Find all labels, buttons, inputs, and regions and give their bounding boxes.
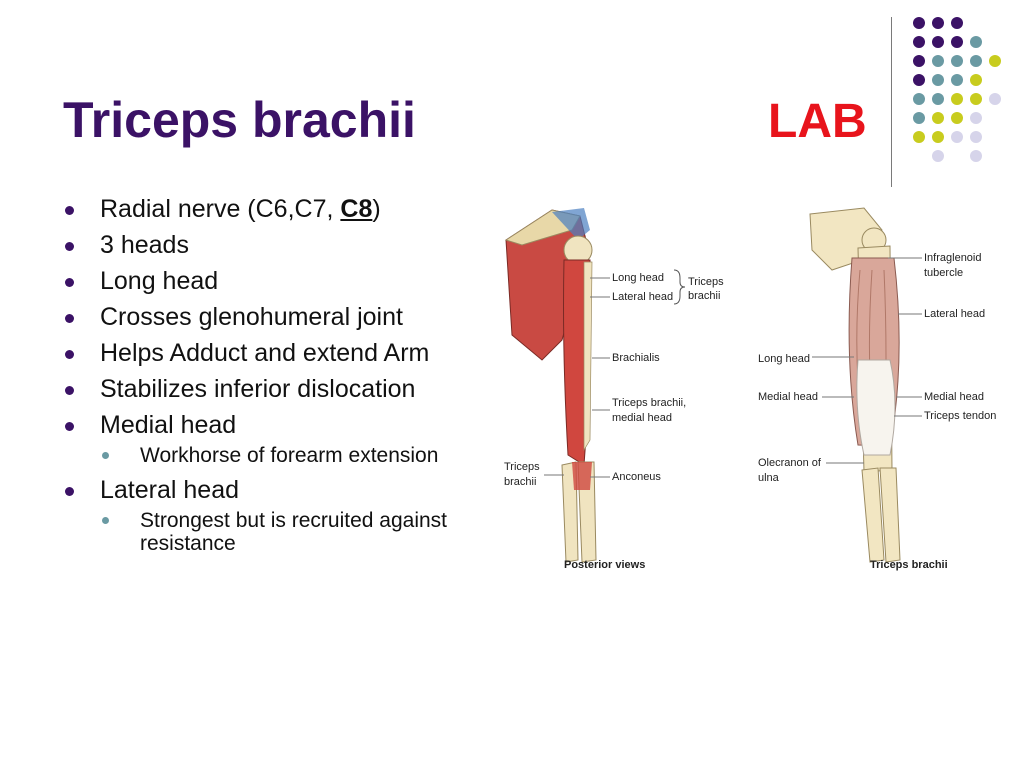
bullet-radial-nerve: Radial nerve (C6,C7, C8) bbox=[62, 196, 482, 222]
label-lateral-head-right: Lateral head bbox=[924, 308, 985, 320]
bullet-text: Medial head bbox=[100, 411, 237, 439]
label-lateral-head: Lateral head bbox=[612, 291, 673, 303]
bullet-stabilizes: Stabilizes inferior dislocation bbox=[62, 376, 482, 402]
slide-title: Triceps brachii bbox=[63, 92, 416, 148]
label-medial-head-right: Medial head bbox=[924, 391, 984, 403]
label-triceps-medial-1: Triceps brachii, bbox=[612, 397, 686, 409]
label-infraglenoid-2: tubercle bbox=[924, 267, 963, 279]
dot bbox=[970, 131, 982, 143]
sub-bullet-strongest: Strongest but is recruited against resis… bbox=[100, 509, 482, 555]
lab-tag: LAB bbox=[768, 95, 867, 148]
label-triceps-brachii-brace-2: brachii bbox=[688, 290, 720, 302]
label-brachialis: Brachialis bbox=[612, 352, 660, 364]
label-anconeus: Anconeus bbox=[612, 471, 661, 483]
dot bbox=[932, 36, 944, 48]
bullet-crosses-joint: Crosses glenohumeral joint bbox=[62, 304, 482, 330]
label-long-head: Long head bbox=[612, 272, 664, 284]
dot bbox=[932, 112, 944, 124]
sub-list: Workhorse of forearm extension bbox=[100, 444, 482, 467]
dot bbox=[932, 93, 944, 105]
dot bbox=[951, 17, 963, 29]
triceps-brachii-figure: Infraglenoid tubercle Lateral head Long … bbox=[758, 207, 996, 571]
dot bbox=[970, 55, 982, 67]
dot bbox=[970, 150, 982, 162]
dot bbox=[932, 55, 944, 67]
label-olecranon-2: ulna bbox=[758, 472, 780, 484]
dot bbox=[932, 74, 944, 86]
dot bbox=[913, 74, 925, 86]
label-triceps-brachii-brace-1: Triceps bbox=[688, 276, 724, 288]
label-long-head-right: Long head bbox=[758, 353, 810, 365]
dot bbox=[951, 93, 963, 105]
bullet-three-heads: 3 heads bbox=[62, 232, 482, 258]
posterior-view-figure: Long head Lateral head Triceps brachii B… bbox=[504, 208, 724, 571]
decorative-dot-grid bbox=[913, 17, 1001, 162]
label-medial-head-left: Medial head bbox=[758, 391, 818, 403]
dot bbox=[913, 17, 925, 29]
label-left-triceps-2: brachii bbox=[504, 476, 536, 488]
c8-emphasis: C8 bbox=[340, 195, 373, 223]
sub-bullet-workhorse: Workhorse of forearm extension bbox=[100, 444, 482, 467]
dot bbox=[989, 93, 1001, 105]
bullet-long-head: Long head bbox=[62, 268, 482, 294]
bullet-lateral-head: Lateral head Strongest but is recruited … bbox=[62, 477, 482, 555]
dot bbox=[970, 93, 982, 105]
dot bbox=[951, 74, 963, 86]
bullet-adduct-extend: Helps Adduct and extend Arm bbox=[62, 340, 482, 366]
sub-list: Strongest but is recruited against resis… bbox=[100, 509, 482, 555]
bullet-list: Radial nerve (C6,C7, C8) 3 heads Long he… bbox=[62, 196, 482, 565]
bullet-text: Radial nerve (C6,C7, bbox=[100, 195, 341, 223]
dot bbox=[951, 131, 963, 143]
bullet-text: Lateral head bbox=[100, 476, 240, 504]
dot bbox=[913, 36, 925, 48]
label-olecranon-1: Olecranon of bbox=[758, 457, 822, 469]
label-triceps-tendon: Triceps tendon bbox=[924, 410, 996, 422]
dot bbox=[989, 55, 1001, 67]
divider-line bbox=[891, 17, 892, 187]
dot bbox=[951, 36, 963, 48]
dot bbox=[970, 74, 982, 86]
dot bbox=[932, 17, 944, 29]
label-triceps-medial-2: medial head bbox=[612, 412, 672, 424]
caption-triceps-brachii: Triceps brachii bbox=[870, 559, 948, 571]
dot bbox=[951, 112, 963, 124]
dot bbox=[932, 131, 944, 143]
dot bbox=[913, 131, 925, 143]
dot bbox=[913, 55, 925, 67]
dot bbox=[913, 112, 925, 124]
dot bbox=[951, 55, 963, 67]
dot bbox=[932, 150, 944, 162]
caption-posterior-views: Posterior views bbox=[564, 559, 645, 571]
dot bbox=[913, 93, 925, 105]
bullet-text-suffix: ) bbox=[372, 195, 381, 223]
dot bbox=[970, 36, 982, 48]
anatomy-figures: Long head Lateral head Triceps brachii B… bbox=[504, 207, 996, 571]
label-infraglenoid-1: Infraglenoid bbox=[924, 252, 982, 264]
dot bbox=[970, 112, 982, 124]
bullet-medial-head: Medial head Workhorse of forearm extensi… bbox=[62, 412, 482, 467]
label-left-triceps-1: Triceps bbox=[504, 461, 540, 473]
